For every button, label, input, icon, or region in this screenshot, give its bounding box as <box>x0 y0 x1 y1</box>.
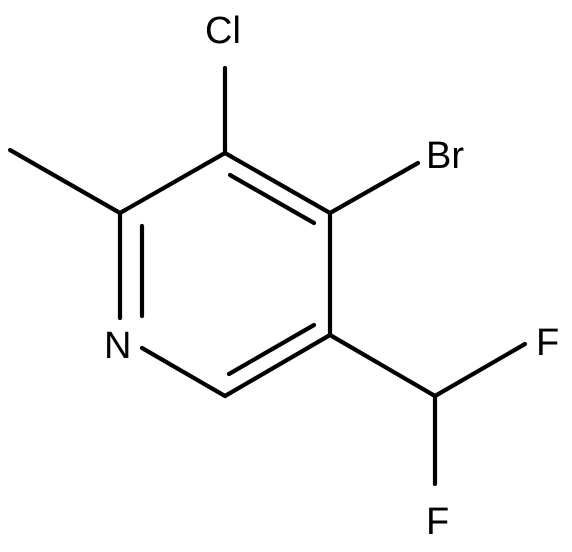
bond-c5-c6-inner <box>226 322 317 377</box>
bond-layer <box>7 65 528 487</box>
atom-label-n: N <box>104 325 131 367</box>
label-layer: Cl Br N F F <box>104 10 559 543</box>
bond-c3-c4 <box>222 150 333 216</box>
bond-c5-c6 <box>222 332 333 399</box>
bond-c6-n <box>139 345 228 399</box>
bond-c5-chf2 <box>327 332 438 399</box>
atom-label-f-upper: F <box>536 322 559 364</box>
atom-label-br: Br <box>426 135 464 177</box>
bond-c4-br <box>327 160 421 216</box>
atom-label-cl: Cl <box>205 10 241 52</box>
bond-c2-methyl <box>7 147 123 216</box>
atom-label-f-lower: F <box>426 501 449 543</box>
bond-c2-c3 <box>117 150 228 216</box>
bond-chf2-f-upper <box>432 341 528 399</box>
bond-c3-c4-inner <box>227 172 317 226</box>
